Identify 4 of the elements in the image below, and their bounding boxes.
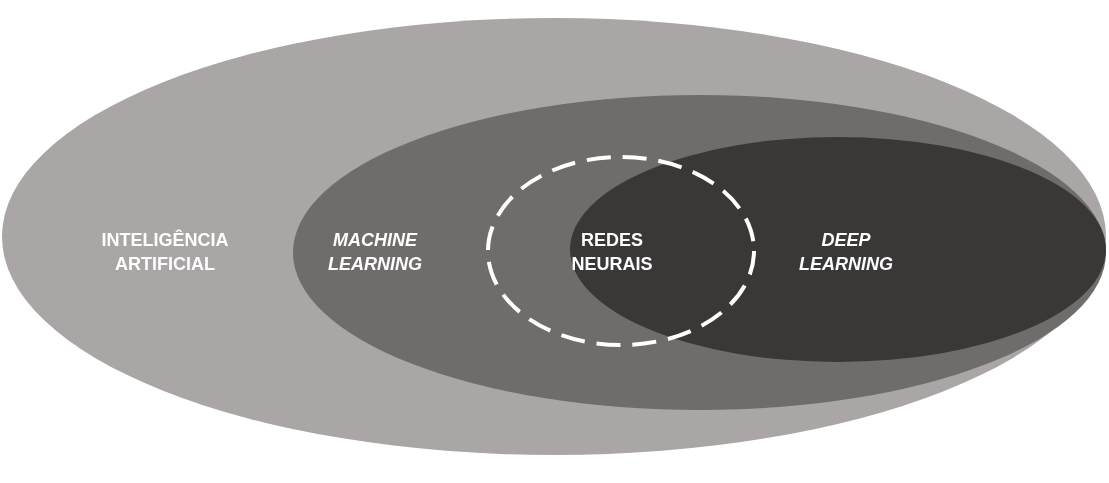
region-label: DEEP LEARNING [798,229,894,276]
region-label: MACHINE LEARNING [327,229,423,276]
region-label: REDES NEURAIS [570,229,654,276]
region-label: INTELIGÊNCIA ARTIFICIAL [100,228,230,276]
